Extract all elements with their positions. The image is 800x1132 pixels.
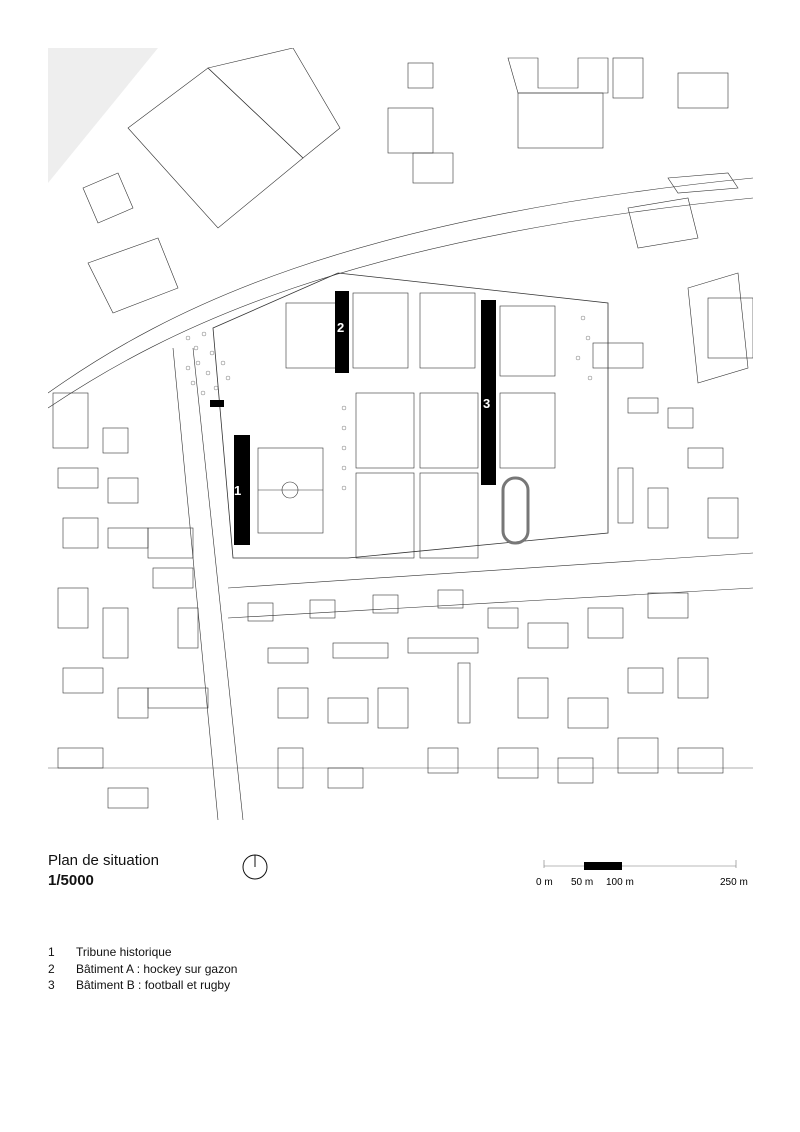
building bbox=[707, 297, 753, 359]
legend-item: 1 Tribune historique bbox=[48, 944, 237, 961]
rugby-field bbox=[499, 305, 556, 377]
scale-bar-fill bbox=[584, 862, 622, 870]
building-b-football-rugby bbox=[481, 300, 496, 485]
marker-2: 2 bbox=[337, 320, 344, 335]
legend-text: Bâtiment A : hockey sur gazon bbox=[76, 961, 238, 976]
plan-title: Plan de situation bbox=[48, 852, 159, 869]
scale-bar: 0 m 50 m 100 m 250 m bbox=[536, 860, 748, 888]
legend-text: Bâtiment B : football et rugby bbox=[76, 978, 231, 992]
building bbox=[412, 152, 454, 184]
building bbox=[82, 172, 134, 224]
building bbox=[517, 92, 604, 149]
building-a-hockey bbox=[335, 291, 349, 373]
residential-blocks bbox=[52, 392, 739, 809]
small-black-structure bbox=[210, 400, 224, 407]
road bbox=[48, 177, 753, 394]
road bbox=[227, 587, 753, 619]
scale-label-250: 250 m bbox=[720, 877, 748, 888]
tree-area bbox=[185, 315, 593, 491]
legend-number: 2 bbox=[48, 961, 55, 976]
legend-item: 3 Bâtiment B : football et rugby bbox=[48, 977, 237, 994]
road bbox=[48, 197, 753, 409]
building bbox=[407, 62, 434, 89]
road bbox=[227, 552, 753, 589]
plan-scale: 1/5000 bbox=[48, 872, 94, 889]
building bbox=[87, 237, 179, 314]
legend-text: Tribune historique bbox=[76, 945, 172, 959]
building bbox=[627, 197, 699, 249]
grey-area bbox=[48, 48, 158, 183]
sports-complex bbox=[212, 272, 609, 559]
building bbox=[612, 57, 644, 99]
building bbox=[207, 48, 341, 159]
building bbox=[387, 107, 434, 154]
legend-number: 3 bbox=[48, 978, 55, 992]
north-arrow-icon bbox=[242, 854, 268, 880]
hockey-field bbox=[419, 292, 476, 369]
building bbox=[667, 172, 739, 194]
legend: 1 Tribune historique 2 Bâtiment A : hock… bbox=[48, 944, 237, 994]
hockey-field bbox=[352, 292, 409, 369]
football-field bbox=[257, 447, 324, 534]
building-tribune-historique bbox=[234, 435, 250, 545]
scale-label-100: 100 m bbox=[606, 877, 634, 888]
marker-3: 3 bbox=[483, 396, 490, 411]
scale-label-50: 50 m bbox=[571, 877, 593, 888]
road bbox=[192, 347, 244, 820]
football-field bbox=[419, 472, 479, 559]
football-field bbox=[355, 392, 415, 469]
building bbox=[687, 272, 749, 384]
hockey-field bbox=[285, 302, 342, 369]
building bbox=[507, 57, 609, 94]
building bbox=[127, 67, 304, 229]
legend-item: 2 Bâtiment A : hockey sur gazon bbox=[48, 961, 237, 978]
scale-label-0: 0 m bbox=[536, 877, 553, 888]
marker-1: 1 bbox=[234, 483, 241, 498]
building bbox=[592, 342, 644, 369]
site-plan-map: 1 2 3 bbox=[48, 48, 753, 820]
football-field bbox=[419, 392, 479, 469]
building bbox=[677, 72, 729, 109]
football-field bbox=[355, 472, 415, 559]
running-track bbox=[501, 476, 530, 545]
rugby-field bbox=[499, 392, 556, 469]
legend-number: 1 bbox=[48, 945, 55, 959]
road bbox=[172, 347, 219, 820]
